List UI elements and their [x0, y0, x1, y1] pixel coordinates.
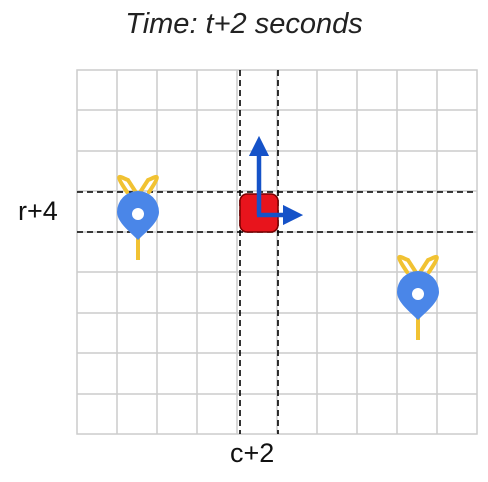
- column-label: c+2: [230, 438, 275, 468]
- marker-antlers: [397, 255, 439, 276]
- highlight-dashed-lines: [77, 70, 477, 434]
- row-label: r+4: [18, 196, 58, 226]
- marker-dot: [412, 288, 424, 300]
- diagram-title: Time: t+2 seconds: [125, 8, 363, 40]
- person-marker-left: [117, 175, 159, 260]
- person-marker-right: [397, 255, 439, 340]
- marker-antlers: [117, 175, 159, 196]
- marker-dot: [132, 208, 144, 220]
